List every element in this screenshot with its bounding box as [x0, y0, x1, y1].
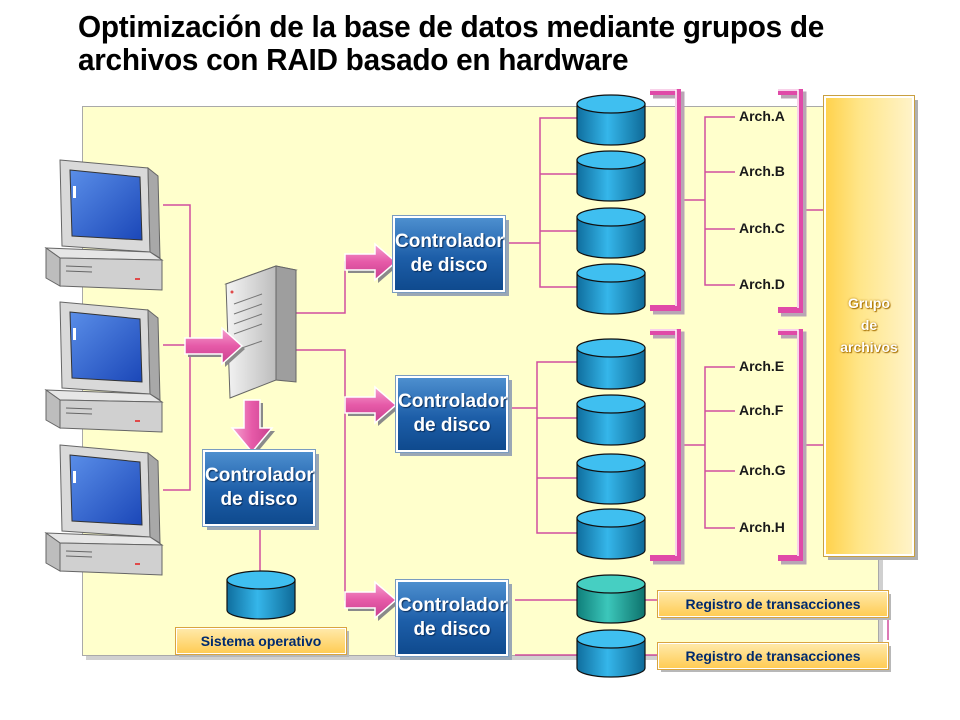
filegroup-label: Grupo de archivos [826, 292, 912, 358]
file-label-g: Arch.G [739, 462, 786, 478]
client-computer-icon [44, 301, 164, 433]
server-icon [224, 265, 298, 399]
connector-lines [163, 116, 889, 656]
arrow-icon [344, 385, 399, 426]
arrow-icon [184, 326, 245, 367]
arrow-icon [344, 580, 399, 621]
disk-controller-os: Controlador de disco [202, 449, 316, 527]
controller-label-line2: de disco [413, 415, 491, 436]
disk-cylinder-icon [576, 94, 646, 146]
disk-controller-top: Controlador de disco [392, 215, 506, 293]
data-disks-top [576, 94, 646, 315]
server-to-top-controller-line [294, 261, 352, 314]
files-eh-bus [704, 366, 735, 529]
filegroup-box: Grupo de archivos [823, 95, 915, 557]
controller-label-line1: Controlador [205, 465, 314, 486]
raid-bracket-bottom [650, 329, 685, 565]
controller-label-line2: de disco [413, 619, 491, 640]
filegroup-label-line2: de [860, 317, 878, 333]
file-label-b: Arch.B [739, 163, 785, 179]
arrow-icon [230, 399, 275, 455]
file-bracket-bottom [778, 329, 807, 565]
arrow-icon [344, 242, 399, 283]
client-computer-icon [44, 444, 164, 576]
file-label-e: Arch.E [739, 358, 785, 374]
controller-label-line2: de disco [410, 255, 488, 276]
title-line-2: archivos con RAID basado en hardware [78, 42, 629, 77]
controller-label-line1: Controlador [395, 231, 504, 252]
disk-controller-bottom: Controlador de disco [395, 579, 509, 657]
transaction-log-label-2: Registro de transacciones [657, 642, 889, 670]
file-label-a: Arch.A [739, 108, 785, 124]
disk-cylinder-icon [576, 508, 646, 560]
disk-cylinder-icon [576, 394, 646, 446]
controller-label-line1: Controlador [398, 595, 507, 616]
os-label: Sistema operativo [175, 627, 347, 655]
disk-controller-middle: Controlador de disco [395, 375, 509, 453]
title-line-1: Optimización de la base de datos mediant… [78, 9, 825, 44]
file-label-d: Arch.D [739, 276, 785, 292]
data-disks-bottom [576, 338, 646, 560]
controller-label-line2: de disco [220, 489, 298, 510]
disk-cylinder-icon [576, 150, 646, 202]
filegroup-label-line1: Grupo [848, 295, 890, 311]
disk-cylinder-icon [576, 453, 646, 505]
disk-cylinder-icon [576, 338, 646, 390]
file-bracket-top [778, 89, 807, 317]
controller-label-line1: Controlador [398, 391, 507, 412]
disk-cylinder-icon [576, 263, 646, 315]
disk-cylinder-icon [576, 207, 646, 259]
file-label-c: Arch.C [739, 220, 785, 236]
top-disk-bus [539, 117, 577, 288]
middle-disk-bus [536, 361, 577, 534]
page-title: Optimización de la base de datos mediant… [78, 10, 913, 76]
log-disk-2 [576, 629, 646, 678]
files-ad-bus [704, 116, 735, 286]
transaction-log-label-1: Registro de transacciones [657, 590, 889, 618]
file-label-h: Arch.H [739, 519, 785, 535]
os-disk [226, 570, 296, 620]
log-disk-1 [576, 574, 646, 624]
file-label-f: Arch.F [739, 402, 784, 418]
filegroup-label-line3: archivos [840, 339, 898, 355]
client-computer-icon [44, 159, 164, 291]
raid-bracket-top [650, 89, 685, 315]
